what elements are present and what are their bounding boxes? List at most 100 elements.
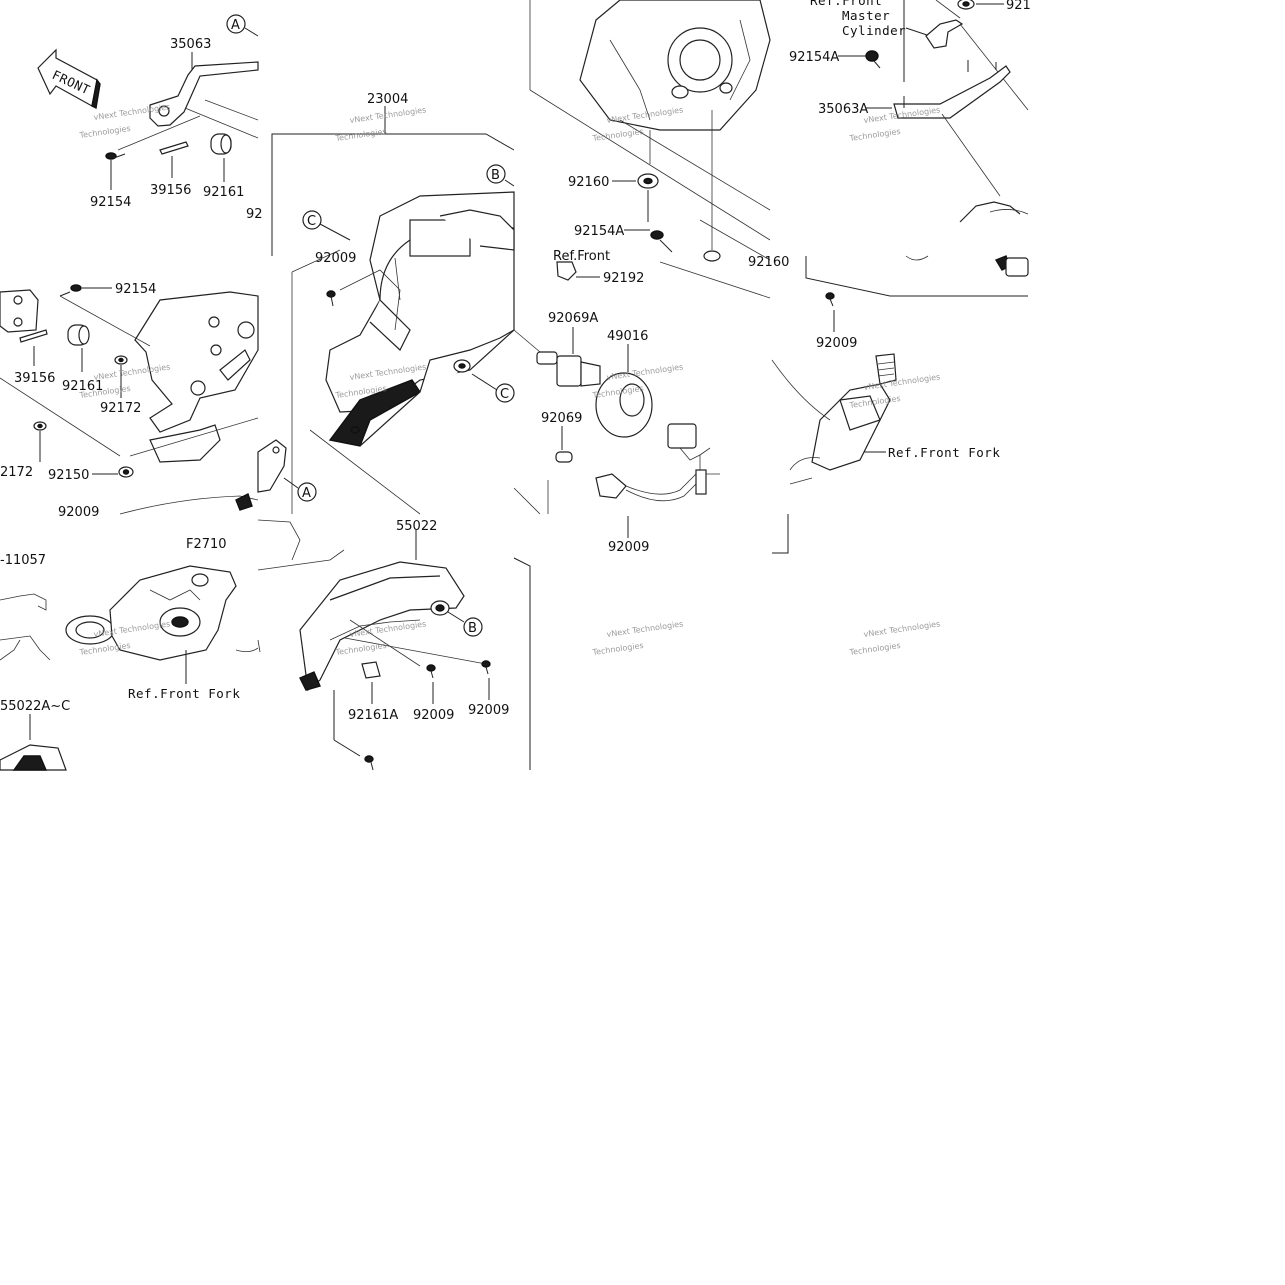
label-ref-front-mc-3: Cylinder	[842, 23, 906, 38]
label-35063A: 35063A	[818, 102, 868, 117]
pin-39156-b	[19, 329, 48, 343]
watermark-text: Technologies	[334, 641, 387, 657]
label-92009-d: 92009	[468, 703, 509, 718]
callout-c-1	[302, 210, 322, 230]
label-92009-top: 92009	[315, 251, 356, 266]
watermark-text: vNext Technologies	[606, 619, 684, 639]
callout-b-1-text: B	[491, 168, 500, 183]
label-92009-c: 92009	[413, 708, 454, 723]
label-55022ac: 55022A~C	[0, 699, 70, 714]
grommet-92161	[210, 133, 232, 155]
headlight-assembly-23004	[325, 191, 515, 447]
label-39156-a: 39156	[150, 183, 191, 198]
bracket-35063A	[893, 60, 1011, 119]
screw-92009-bottom	[364, 755, 374, 771]
label-39156-b: 39156	[14, 371, 55, 386]
label-F2710: F2710	[186, 537, 227, 552]
label-92009-e: 92009	[608, 540, 649, 555]
washer-2172	[33, 421, 47, 431]
tile-top-middle: 23004 B C 92009 C	[257, 92, 515, 515]
grommet-92160-a	[637, 173, 659, 189]
label-ref-front-fork-a: Ref.Front Fork	[128, 686, 240, 701]
callout-a-2-text: A	[302, 486, 311, 501]
watermark-text: vNext Technologies	[863, 619, 941, 639]
label-ref-front-mc-1: Ref.Front	[810, 0, 882, 8]
screw-92009-top	[326, 290, 336, 307]
front-cowl-55022	[299, 561, 465, 692]
grommet-92161-b	[67, 324, 90, 346]
front-arrow-icon: FRONT	[37, 48, 101, 110]
label-92154-a: 92154	[90, 195, 131, 210]
label-35063: 35063	[170, 37, 211, 52]
cap-921	[957, 0, 975, 10]
callout-a-2	[297, 482, 317, 502]
watermark-text: Technologies	[848, 127, 901, 143]
label-23004: 23004	[367, 92, 408, 107]
tile-top-right: Ref.Front Master Cylinder 921 92154A 350…	[771, 0, 1031, 554]
label-92172-a: 92172	[100, 401, 141, 416]
label-55022: 55022	[396, 519, 437, 534]
callout-c-2-text: C	[500, 387, 509, 402]
wiring-harness	[595, 423, 720, 502]
screw-92009-c	[426, 664, 436, 679]
reservoir-bracket	[925, 19, 964, 49]
label-92009-cut: 92009	[58, 505, 99, 520]
label-92069: 92069	[541, 411, 582, 426]
tile-bottom-left: -11057 F2710 Ref.Front Fork 55022A~C	[0, 537, 259, 771]
dust-cover-49016	[595, 372, 653, 438]
watermark-text: vNext Technologies	[606, 362, 684, 382]
label-92150: 92150	[48, 468, 89, 483]
label-92161-b: 92161	[62, 379, 103, 394]
screw-92154A-b	[865, 50, 881, 69]
label-92160-b: 92160	[748, 255, 789, 270]
label-92-cut: 92	[246, 207, 263, 222]
label-2172-cut: 2172	[0, 465, 33, 480]
callout-b-2-text: B	[468, 621, 477, 636]
screw-92154-b	[59, 284, 82, 297]
screw-92154A-a	[650, 230, 673, 253]
label-49016: 49016	[607, 329, 648, 344]
tile-bottom-middle: 55022 B 92161A 92009 92009	[257, 519, 531, 771]
watermark-text: Technologies	[334, 127, 387, 143]
screw-92154	[105, 152, 126, 160]
label-92154A-b: 92154A	[789, 50, 839, 65]
front-fork-upper	[771, 353, 897, 485]
callout-c-1-text: C	[307, 214, 316, 229]
callout-b-1	[486, 164, 506, 184]
watermark-text: Technologies	[591, 127, 644, 143]
clip-92192	[556, 261, 577, 281]
label-92192: 92192	[603, 271, 644, 286]
label-92154-b: 92154	[115, 282, 156, 297]
washer-92172	[114, 355, 128, 365]
bracket-mount-lower	[0, 289, 39, 333]
watermark-text: Technologies	[78, 124, 131, 140]
label-92069A: 92069A	[548, 311, 598, 326]
bulb-92069	[555, 451, 573, 463]
label-92160-a: 92160	[568, 175, 609, 190]
pin-39156	[159, 141, 189, 155]
callout-a-1	[226, 14, 246, 34]
label-92161-a: 92161	[203, 185, 244, 200]
watermark-text: vNext Technologies	[349, 105, 427, 125]
tile-top-center-right: 92160 92154A 92160 Ref.Front 92192 92069…	[513, 0, 789, 555]
label-ref-front-cut: Ref.Front	[553, 249, 610, 264]
callout-a-1-text: A	[231, 18, 240, 33]
bracket-35063	[149, 61, 259, 127]
label-ref-front-mc-2: Master	[842, 8, 890, 23]
callout-c-2	[495, 383, 515, 403]
label-ref-front-fork-b: Ref.Front Fork	[888, 445, 1000, 460]
watermark-text: Technologies	[591, 641, 644, 657]
clip-a	[257, 439, 287, 493]
grommet-92161A	[361, 661, 381, 679]
bulb-92069A	[536, 351, 601, 387]
label-921-cut: 921	[1006, 0, 1031, 13]
headlight-bracket-plate	[134, 291, 259, 433]
callout-b-2	[463, 617, 483, 637]
label-92009-f: 92009	[816, 336, 857, 351]
watermark-text: Technologies	[848, 641, 901, 657]
screw-92009-d	[481, 660, 491, 675]
nut-92150	[118, 466, 134, 478]
label-92154A-a: 92154A	[574, 224, 624, 239]
front-fork-upper-clamp	[65, 565, 237, 661]
